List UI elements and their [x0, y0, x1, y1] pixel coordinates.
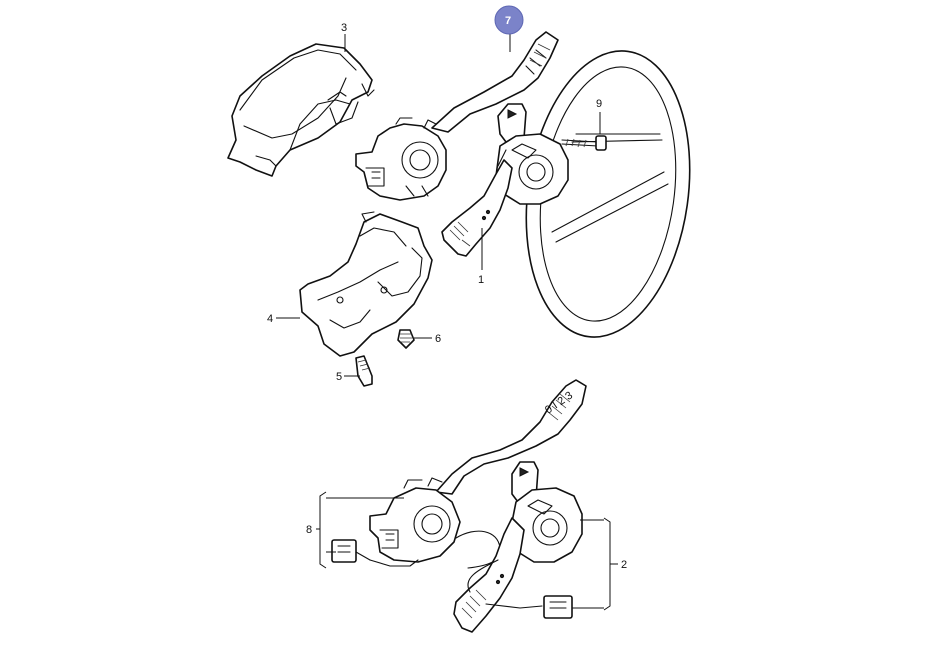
- part-6-screw[interactable]: [397, 329, 415, 349]
- callout-8[interactable]: 8: [306, 491, 404, 569]
- part-2-assembly-right-switch[interactable]: [453, 461, 583, 633]
- callout-label-2: 2: [621, 559, 627, 571]
- callout-7-highlighted[interactable]: 7: [494, 5, 524, 52]
- callout-label-6: 6: [435, 333, 441, 345]
- callout-label-7: 7: [505, 15, 511, 27]
- steering-wheel[interactable]: [509, 40, 708, 347]
- callout-5[interactable]: 5: [336, 371, 360, 383]
- part-7-stalk-switch[interactable]: [355, 31, 559, 201]
- part-3-upper-shroud[interactable]: [227, 43, 375, 177]
- callout-label-9: 9: [596, 98, 602, 110]
- callout-7-badge: [494, 5, 524, 35]
- callout-9[interactable]: 9: [596, 98, 602, 134]
- callout-6[interactable]: 6: [414, 333, 441, 345]
- part-9-bolt[interactable]: [561, 135, 607, 151]
- callout-4[interactable]: 4: [267, 313, 300, 325]
- part-5-screw[interactable]: [355, 355, 373, 387]
- callout-label-3: 3: [341, 22, 347, 34]
- part-1-combination-switch[interactable]: [441, 103, 569, 257]
- callout-label-1: 1: [478, 274, 484, 286]
- part-4-lower-shroud[interactable]: [299, 211, 433, 357]
- callout-3[interactable]: 3: [341, 22, 347, 52]
- callout-label-4: 4: [267, 313, 273, 325]
- callout-label-8: 8: [306, 524, 312, 536]
- part-8-assembly-left-switch[interactable]: 0 I 2 3: [331, 379, 587, 569]
- callout-2[interactable]: 2: [572, 517, 627, 611]
- callout-label-5: 5: [336, 371, 342, 383]
- callout-1[interactable]: 1: [478, 228, 484, 286]
